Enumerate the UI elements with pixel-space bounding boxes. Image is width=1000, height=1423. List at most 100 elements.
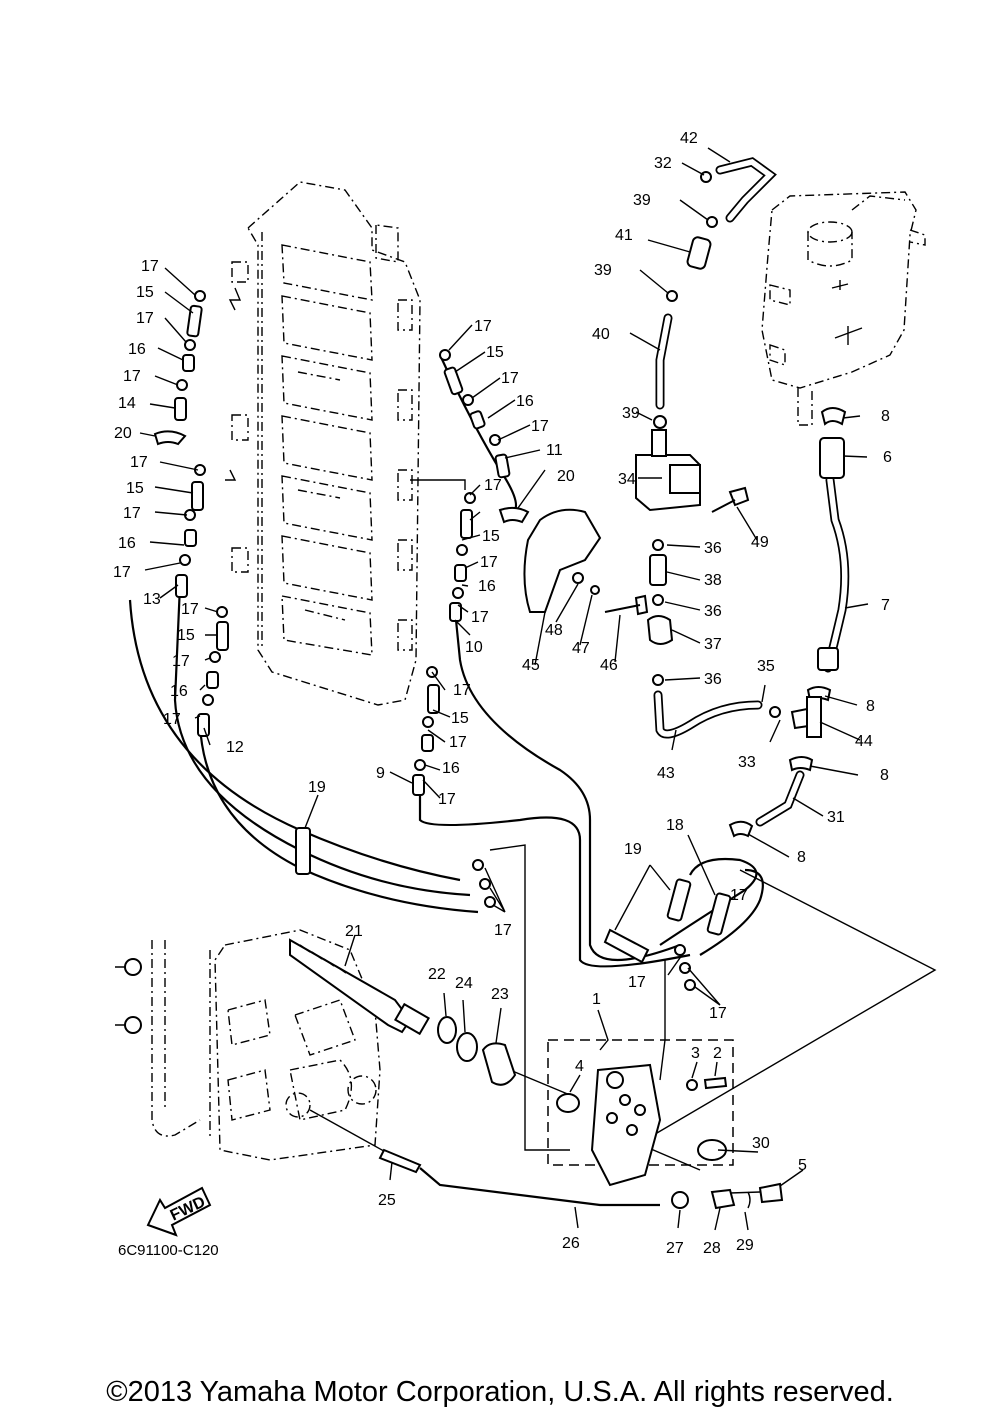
callout-47: 47 [572, 640, 590, 657]
callout-9: 9 [376, 765, 385, 782]
callout-29: 29 [736, 1237, 754, 1254]
crankcase [115, 929, 381, 1161]
callout-17s: 17 [494, 922, 512, 939]
callout-33: 33 [738, 754, 756, 771]
callout-37: 37 [704, 636, 722, 653]
callout-16b: 16 [516, 393, 534, 410]
callout-17a: 17 [141, 258, 159, 275]
callout-17c: 17 [123, 368, 141, 385]
callout-17n: 17 [480, 554, 498, 571]
callout-17k: 17 [501, 370, 519, 387]
callout-17t: 17 [628, 974, 646, 991]
callout-19a: 19 [308, 779, 326, 796]
callout-28: 28 [703, 1240, 721, 1257]
cylinder-block [231, 181, 421, 706]
callout-23: 23 [491, 986, 509, 1003]
callout-17p: 17 [453, 682, 471, 699]
callout-34: 34 [618, 471, 636, 488]
callout-40: 40 [592, 326, 610, 343]
callout-38: 38 [704, 572, 722, 589]
callout-16d: 16 [478, 578, 496, 595]
callout-13: 13 [143, 591, 161, 608]
callout-15e: 15 [177, 627, 195, 644]
callout-18: 18 [666, 817, 684, 834]
callout-17f: 17 [113, 564, 131, 581]
callout-8b: 8 [866, 698, 875, 715]
callout-41: 41 [615, 227, 633, 244]
callout-22: 22 [428, 966, 446, 983]
callout-43: 43 [657, 765, 675, 782]
callout-17d: 17 [130, 454, 148, 471]
callout-25: 25 [378, 1192, 396, 1209]
callout-17b: 17 [136, 310, 154, 327]
callout-8d: 8 [797, 849, 806, 866]
callout-39b: 39 [594, 262, 612, 279]
callout-1: 1 [592, 991, 601, 1008]
callout-17h: 17 [172, 653, 190, 670]
callout-32: 32 [654, 155, 672, 172]
callout-21: 21 [345, 923, 363, 940]
callout-15b: 15 [486, 344, 504, 361]
callout-24: 24 [455, 975, 473, 992]
fwd-arrow: FWD [146, 1186, 212, 1237]
callout-20a: 20 [114, 425, 132, 442]
callout-31: 31 [827, 809, 845, 826]
callout-leaders [139, 147, 869, 1231]
callout-16f: 16 [442, 760, 460, 777]
callout-16e: 16 [170, 683, 188, 700]
callout-46: 46 [600, 657, 618, 674]
drawing-code: 6C91100-C120 [118, 1242, 219, 1259]
callout-44: 44 [855, 733, 873, 750]
callout-26: 26 [562, 1235, 580, 1252]
callout-36b: 36 [704, 603, 722, 620]
callout-8a: 8 [881, 408, 890, 425]
callout-17j: 17 [474, 318, 492, 335]
callout-14: 14 [118, 395, 136, 412]
oil-tank [761, 191, 926, 426]
callout-15c: 15 [126, 480, 144, 497]
callout-10: 10 [465, 639, 483, 656]
callout-15d: 15 [482, 528, 500, 545]
callout-45: 45 [522, 657, 540, 674]
callout-5: 5 [798, 1157, 807, 1174]
callout-17m: 17 [484, 477, 502, 494]
callout-17r: 17 [438, 791, 456, 808]
copyright-notice: ©2013 Yamaha Motor Corporation, U.S.A. A… [106, 1376, 894, 1408]
callout-4: 4 [575, 1058, 584, 1075]
callout-16c: 16 [118, 535, 136, 552]
oil-pump [289, 938, 784, 1210]
callout-6: 6 [883, 449, 892, 466]
callout-36a: 36 [704, 540, 722, 557]
callout-16a: 16 [128, 341, 146, 358]
callout-3: 3 [691, 1045, 700, 1062]
callout-48: 48 [545, 622, 563, 639]
callout-11: 11 [546, 442, 563, 459]
callout-17u: 17 [709, 1005, 727, 1022]
callout-27: 27 [666, 1240, 684, 1257]
callout-8c: 8 [880, 767, 889, 784]
callout-17e: 17 [123, 505, 141, 522]
oil-hoses [128, 354, 764, 968]
callout-2: 2 [713, 1045, 722, 1062]
callout-17i: 17 [163, 711, 181, 728]
callout-7: 7 [881, 597, 890, 614]
callout-15a: 15 [136, 284, 154, 301]
callout-30: 30 [752, 1135, 770, 1152]
callout-49: 49 [751, 534, 769, 551]
callout-39c: 39 [622, 405, 640, 422]
callout-39a: 39 [633, 192, 651, 209]
callout-17g: 17 [181, 601, 199, 618]
callout-36c: 36 [704, 671, 722, 688]
oil-feed-system [523, 157, 850, 838]
callout-17o: 17 [471, 609, 489, 626]
callout-15f: 15 [451, 710, 469, 727]
callout-42: 42 [680, 130, 698, 147]
callout-17v: 17 [730, 887, 748, 904]
callout-20b: 20 [557, 468, 575, 485]
callout-17q: 17 [449, 734, 467, 751]
hose-joints [153, 290, 732, 991]
callout-35: 35 [757, 658, 775, 675]
callout-19b: 19 [624, 841, 642, 858]
callout-12: 12 [226, 739, 244, 756]
